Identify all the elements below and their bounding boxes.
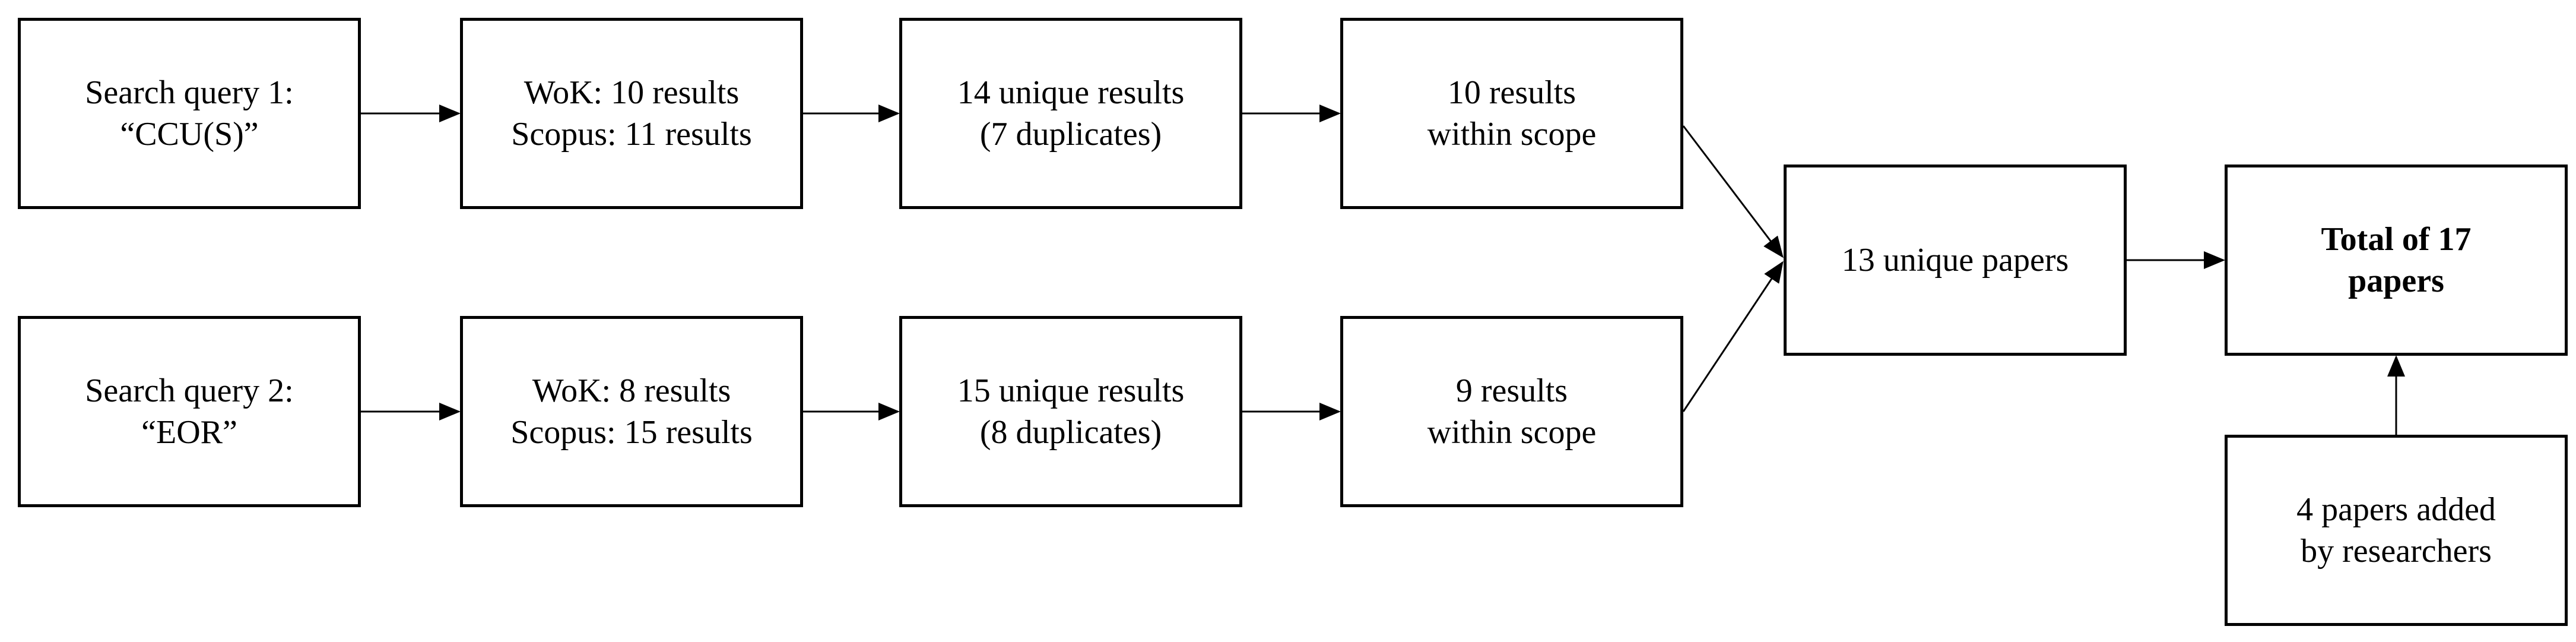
scope-2-box: 9 results within scope (1340, 316, 1683, 507)
search-query-2-label: Search query 2: (85, 372, 294, 409)
results-1-wok: WoK: 10 results (524, 74, 740, 111)
results-2-box: WoK: 8 results Scopus: 15 results (460, 316, 803, 507)
unique-results-2-duplicates: (8 duplicates) (979, 414, 1162, 451)
unique-papers-label: 13 unique papers (1841, 242, 2069, 279)
search-query-1-box: Search query 1: “CCU(S)” (18, 18, 361, 209)
results-2-scopus: Scopus: 15 results (510, 414, 753, 451)
arrow-scope2-to-unique-papers (1682, 261, 1784, 412)
unique-results-1-box: 14 unique results (7 duplicates) (899, 18, 1242, 209)
unique-results-1-duplicates: (7 duplicates) (979, 116, 1162, 153)
total-papers-line-2: papers (2348, 263, 2444, 299)
results-1-scopus: Scopus: 11 results (511, 116, 752, 153)
added-papers-line-1: 4 papers added (2296, 491, 2496, 528)
scope-1-label: within scope (1427, 116, 1597, 153)
unique-results-2-count: 15 unique results (957, 372, 1185, 409)
scope-2-count: 9 results (1455, 372, 1568, 409)
search-query-1-label: Search query 1: (85, 74, 294, 111)
search-query-2-term: “EOR” (141, 414, 237, 451)
results-2-wok: WoK: 8 results (532, 372, 731, 409)
added-papers-line-2: by researchers (2301, 533, 2492, 570)
scope-1-box: 10 results within scope (1340, 18, 1683, 209)
unique-results-2-box: 15 unique results (8 duplicates) (899, 316, 1242, 507)
search-query-2-box: Search query 2: “EOR” (18, 316, 361, 507)
added-papers-box: 4 papers added by researchers (2225, 435, 2568, 626)
unique-papers-box: 13 unique papers (1784, 165, 2127, 356)
scope-2-label: within scope (1427, 414, 1597, 451)
results-1-box: WoK: 10 results Scopus: 11 results (460, 18, 803, 209)
arrow-scope1-to-unique-papers (1682, 125, 1784, 258)
total-papers-box: Total of 17 papers (2225, 165, 2568, 356)
total-papers-line-1: Total of 17 (2321, 221, 2472, 258)
scope-1-count: 10 results (1447, 74, 1576, 111)
unique-results-1-count: 14 unique results (957, 74, 1185, 111)
search-query-1-term: “CCU(S)” (120, 116, 259, 153)
